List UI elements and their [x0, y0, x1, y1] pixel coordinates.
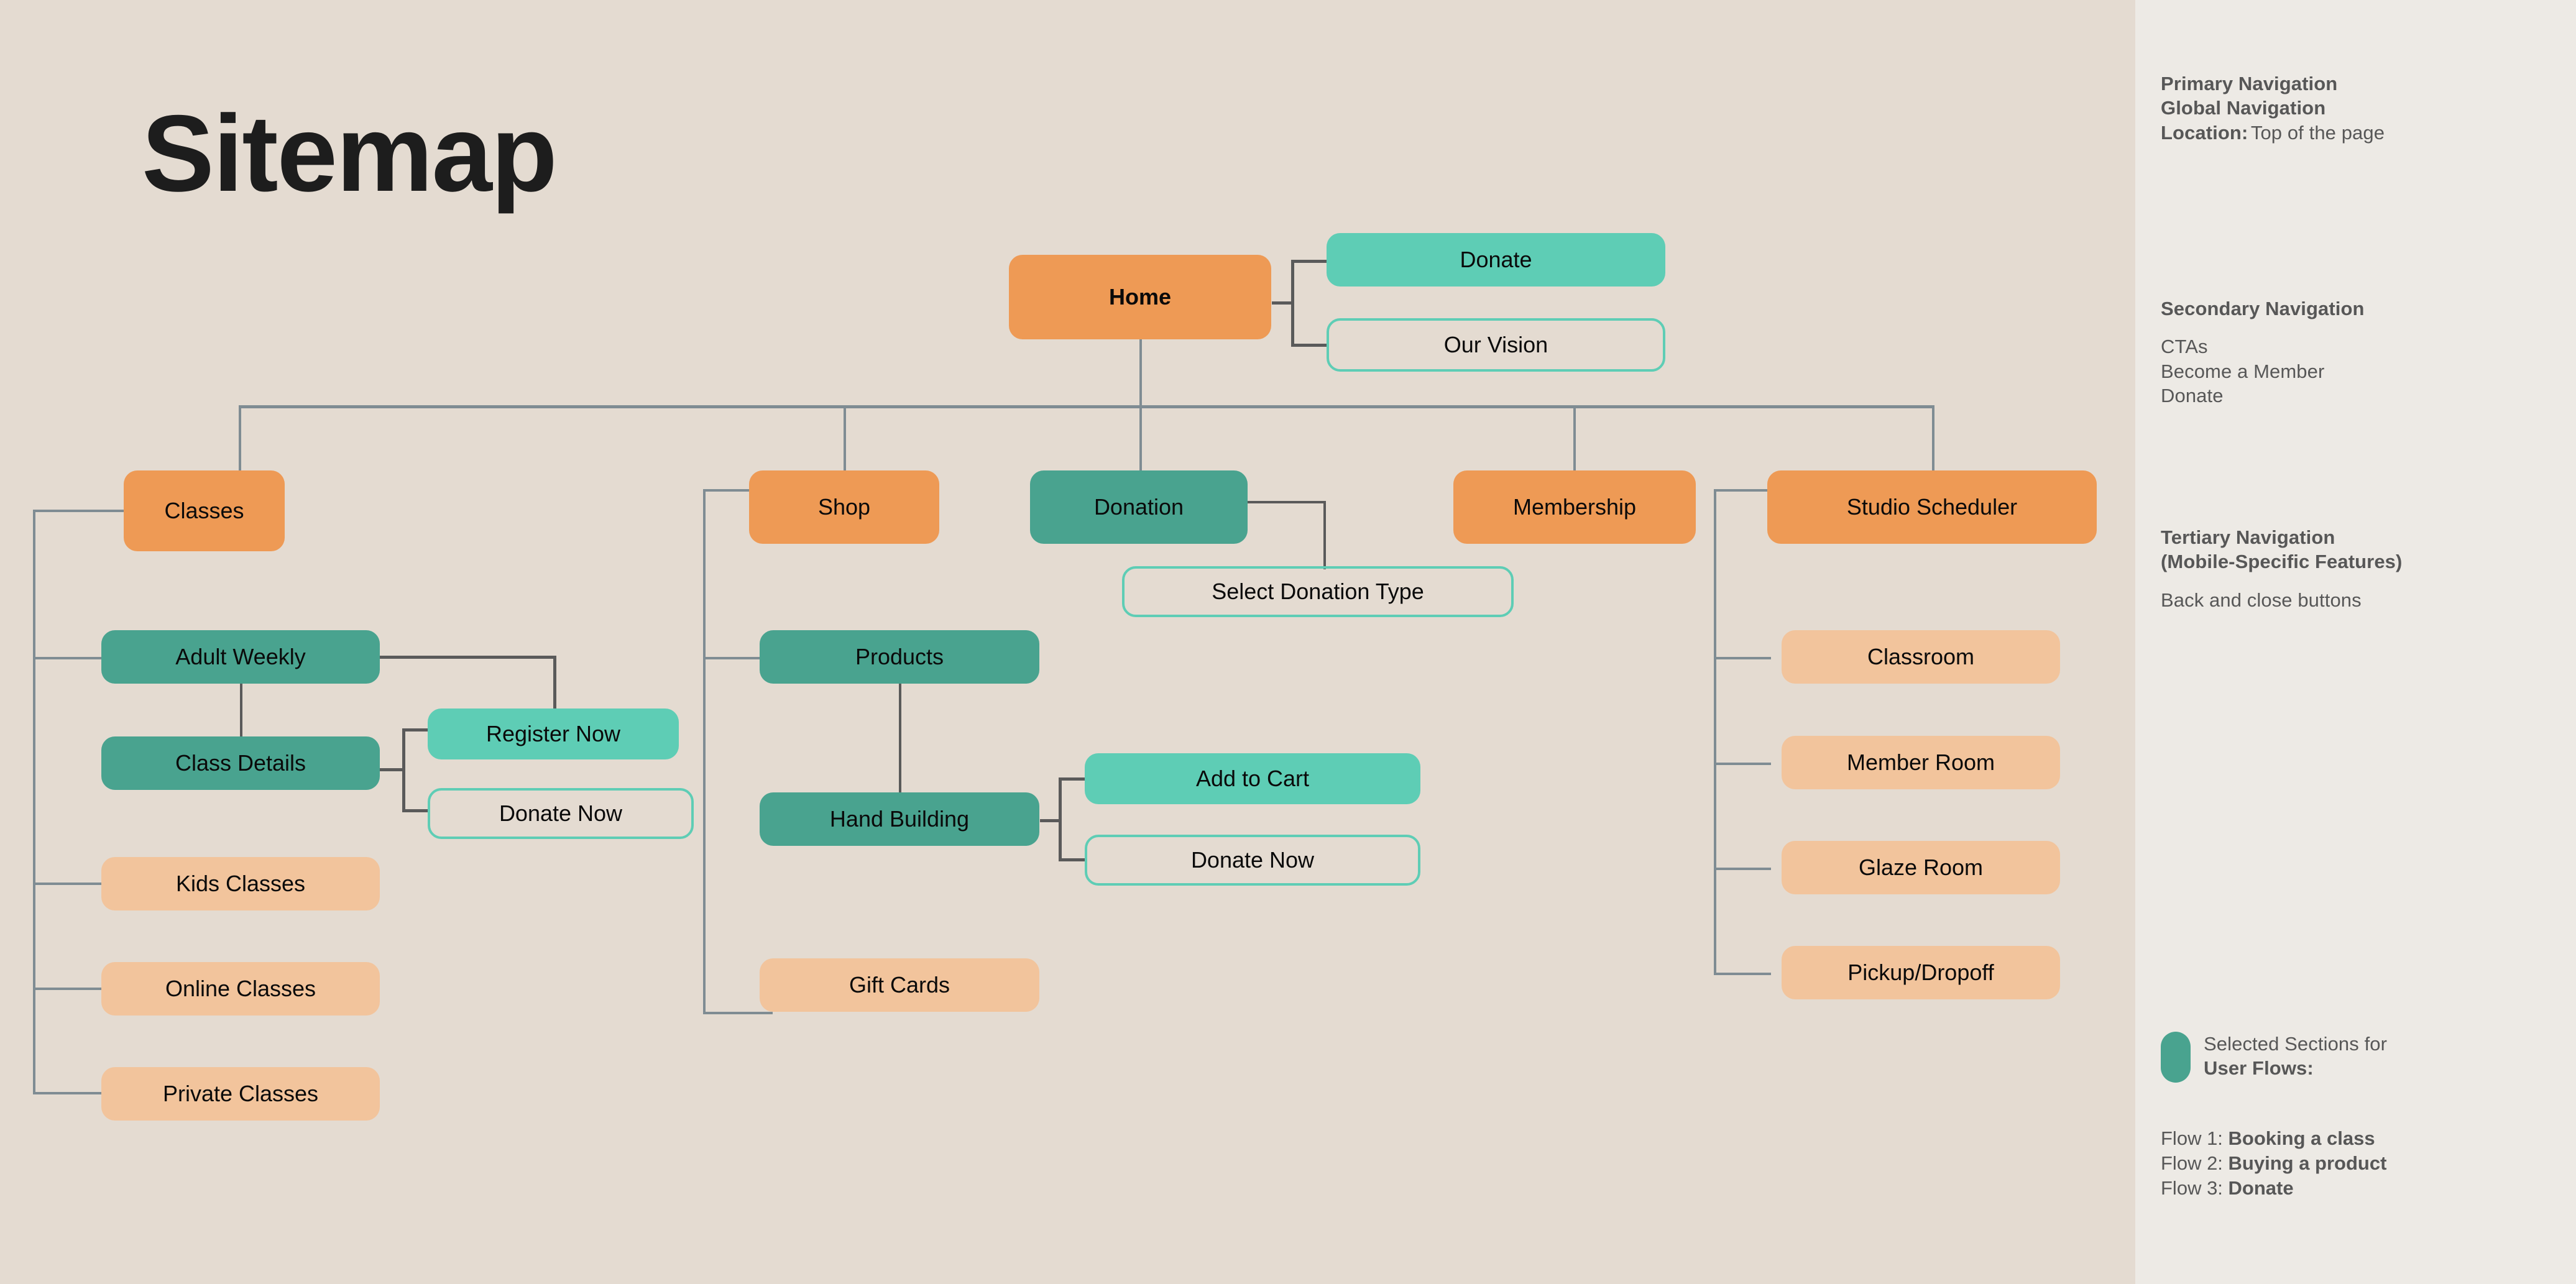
secondary-nav-item-donate: Donate	[2161, 385, 2224, 407]
edge-classes-private	[33, 1092, 101, 1094]
edge-home-to-our-vision	[1291, 344, 1327, 347]
edge-handbuilding-vert	[1059, 777, 1062, 861]
node-home[interactable]: Home	[1009, 255, 1271, 339]
node-adult-weekly[interactable]: Adult Weekly	[101, 630, 380, 684]
edge-products-handbuilding	[899, 684, 901, 845]
edge-home-down	[1139, 339, 1142, 408]
edge-adultweekly-right	[379, 656, 556, 659]
node-classroom[interactable]: Classroom	[1782, 630, 2060, 684]
flow-1-label: Flow 1:	[2161, 1127, 2229, 1149]
node-kids-classes[interactable]: Kids Classes	[101, 857, 380, 910]
node-private-classes[interactable]: Private Classes	[101, 1067, 380, 1121]
edge-studio-memberroom	[1714, 763, 1771, 765]
node-add-to-cart[interactable]: Add to Cart	[1085, 753, 1420, 804]
edge-classdetails-stub	[379, 768, 404, 771]
edge-handbuilding-to-addtocart	[1059, 777, 1086, 781]
legend-line2: User Flows:	[2204, 1057, 2314, 1080]
primary-nav-location-label: Location:	[2161, 121, 2248, 144]
edge-handbuilding-stub	[1040, 819, 1061, 822]
tertiary-nav-heading-line2: (Mobile-Specific Features)	[2161, 551, 2403, 573]
node-classes[interactable]: Classes	[124, 470, 285, 551]
legend-line1: Selected Sections for	[2204, 1033, 2388, 1055]
shop-spine	[703, 489, 706, 1014]
node-select-donation-type[interactable]: Select Donation Type	[1122, 566, 1514, 617]
edge-classes-online	[33, 988, 101, 990]
flow-3-value: Donate	[2228, 1176, 2294, 1199]
node-donate[interactable]: Donate	[1327, 233, 1665, 287]
edge-studio-classroom	[1714, 657, 1771, 659]
node-donation[interactable]: Donation	[1030, 470, 1248, 544]
node-donate-now-shop[interactable]: Donate Now	[1085, 835, 1420, 886]
flow-row-1: Flow 1: Booking a class	[2161, 1126, 2559, 1151]
edge-studio-pickupdropoff	[1714, 973, 1771, 975]
node-donate-now-classes[interactable]: Donate Now	[428, 788, 694, 839]
edge-shop-giftcards	[703, 1012, 773, 1014]
node-our-vision[interactable]: Our Vision	[1327, 318, 1665, 372]
node-class-details[interactable]: Class Details	[101, 736, 380, 790]
edge-drop-studio	[1932, 405, 1934, 470]
node-glaze-room[interactable]: Glaze Room	[1782, 841, 2060, 894]
edge-drop-donation	[1139, 405, 1142, 470]
flow-row-2: Flow 2: Buying a product	[2161, 1151, 2559, 1176]
tertiary-nav-heading-line1: Tertiary Navigation	[2161, 526, 2335, 548]
node-membership[interactable]: Membership	[1453, 470, 1696, 544]
edge-home-to-donate	[1291, 260, 1327, 263]
primary-nav-block: Primary Navigation Global Navigation Loc…	[2161, 71, 2559, 145]
edge-classes-adult-weekly	[33, 657, 101, 659]
edge-classdetails-to-registernow	[402, 728, 430, 731]
node-shop[interactable]: Shop	[749, 470, 939, 544]
secondary-nav-item-become-a-member: Become a Member	[2161, 360, 2325, 382]
secondary-nav-block: Secondary Navigation CTAs Become a Membe…	[2161, 296, 2559, 408]
edge-classdetails-to-donatenow	[402, 809, 430, 812]
node-pickup-dropoff[interactable]: Pickup/Dropoff	[1782, 946, 2060, 999]
classes-spine	[33, 510, 35, 1094]
edge-shop-left	[703, 489, 773, 492]
page-title: Sitemap	[142, 93, 558, 214]
node-online-classes[interactable]: Online Classes	[101, 962, 380, 1016]
edge-classes-left	[33, 510, 126, 512]
edge-home-right-vert	[1291, 260, 1294, 347]
legend-color-swatch	[2161, 1032, 2191, 1083]
edge-classdetails-vert	[402, 728, 405, 812]
primary-nav-location-value: Top of the page	[2250, 121, 2385, 144]
edge-studio-left	[1714, 489, 1771, 492]
edge-adultweekly-classdetails	[240, 684, 242, 763]
flow-1-value: Booking a class	[2228, 1127, 2375, 1149]
edge-drop-classes	[239, 405, 241, 470]
edge-home-right-stub	[1272, 301, 1294, 305]
primary-nav-line2: Global Navigation	[2161, 97, 2326, 119]
info-panel: Primary Navigation Global Navigation Loc…	[2135, 0, 2576, 1284]
edge-handbuilding-to-donatenow	[1059, 858, 1086, 861]
edge-studio-glazeroom	[1714, 868, 1771, 870]
secondary-nav-item-ctas: CTAs	[2161, 336, 2208, 358]
studio-spine	[1714, 489, 1716, 974]
flow-row-3: Flow 3: Donate	[2161, 1176, 2559, 1201]
tertiary-nav-item-back-and-close-buttons: Back and close buttons	[2161, 589, 2362, 611]
node-products[interactable]: Products	[760, 630, 1039, 684]
node-member-room[interactable]: Member Room	[1782, 736, 2060, 789]
tertiary-nav-block: Tertiary Navigation (Mobile-Specific Fea…	[2161, 525, 2559, 612]
edge-donation-down	[1323, 501, 1326, 569]
primary-nav-location: Location: Top of the page	[2161, 121, 2559, 145]
distribution-bar	[239, 405, 1934, 408]
edge-drop-shop	[844, 405, 846, 470]
flow-3-label: Flow 3:	[2161, 1176, 2229, 1199]
node-gift-cards[interactable]: Gift Cards	[760, 958, 1039, 1012]
flow-2-value: Buying a product	[2228, 1152, 2387, 1174]
edge-classes-kids	[33, 883, 101, 885]
edge-donation-right	[1246, 501, 1326, 503]
user-flows-list: Flow 1: Booking a class Flow 2: Buying a…	[2161, 1126, 2559, 1201]
legend-text-block: Selected Sections for User Flows:	[2204, 1032, 2552, 1081]
node-studio-scheduler[interactable]: Studio Scheduler	[1767, 470, 2097, 544]
node-register-now[interactable]: Register Now	[428, 708, 679, 759]
flow-2-label: Flow 2:	[2161, 1152, 2229, 1174]
node-hand-building[interactable]: Hand Building	[760, 792, 1039, 846]
edge-drop-membership	[1573, 405, 1576, 470]
edge-shop-products	[703, 657, 773, 659]
primary-nav-line1: Primary Navigation	[2161, 73, 2338, 94]
secondary-nav-heading: Secondary Navigation	[2161, 298, 2365, 319]
edge-adultweekly-registernow-down	[553, 656, 556, 709]
